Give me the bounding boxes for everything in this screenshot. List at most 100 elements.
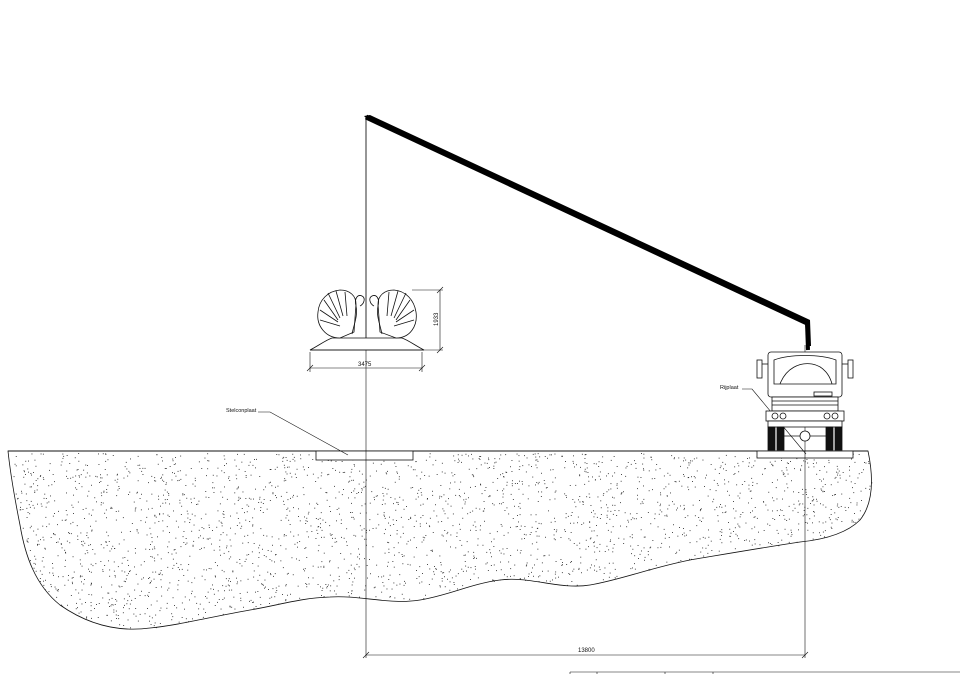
ground-speckle bbox=[228, 476, 230, 478]
ground-speckle bbox=[533, 575, 534, 577]
ground-speckle bbox=[117, 489, 119, 491]
ground-speckle bbox=[124, 466, 126, 468]
ground-speckle bbox=[201, 468, 203, 469]
ground-speckle bbox=[109, 575, 111, 577]
ground-speckle bbox=[433, 573, 435, 575]
ground-speckle bbox=[519, 579, 521, 580]
ground-speckle bbox=[519, 578, 521, 579]
ground-speckle bbox=[480, 464, 482, 466]
ground-speckle bbox=[592, 476, 593, 478]
ground-speckle bbox=[26, 500, 28, 502]
ground-speckle bbox=[248, 505, 250, 507]
ground-speckle bbox=[90, 610, 92, 612]
ground-speckle bbox=[680, 560, 682, 561]
ground-speckle bbox=[289, 460, 291, 462]
ground-speckle bbox=[572, 570, 574, 572]
ground-speckle bbox=[413, 556, 415, 558]
ground-speckle bbox=[180, 546, 182, 548]
ground-speckle bbox=[321, 561, 323, 563]
ground-speckle bbox=[137, 491, 138, 493]
ground-speckle bbox=[383, 533, 385, 535]
ground-speckle bbox=[501, 525, 503, 527]
ground-speckle bbox=[57, 555, 59, 557]
ground-speckle bbox=[506, 548, 508, 549]
ground-speckle bbox=[168, 516, 170, 517]
ground-speckle bbox=[94, 553, 96, 555]
ground-speckle bbox=[151, 556, 153, 558]
ground-speckle bbox=[458, 488, 460, 490]
ground-speckle bbox=[581, 572, 582, 574]
ground-speckle bbox=[314, 507, 316, 509]
ground-speckle bbox=[70, 477, 72, 479]
ground-speckle bbox=[543, 555, 545, 557]
ground-speckle bbox=[92, 549, 94, 550]
ground-speckle bbox=[294, 473, 296, 475]
ground-speckle bbox=[464, 501, 466, 503]
ground-speckle bbox=[383, 585, 385, 587]
ground-speckle bbox=[252, 464, 254, 466]
ground-speckle bbox=[186, 510, 188, 512]
ground-speckle bbox=[292, 496, 294, 498]
ground-speckle bbox=[522, 465, 524, 467]
ground-speckle bbox=[249, 461, 251, 463]
ground-speckle bbox=[189, 519, 191, 521]
ground-speckle bbox=[205, 491, 207, 492]
ground-speckle bbox=[553, 538, 555, 540]
ground-speckle bbox=[493, 468, 495, 469]
ground-speckle bbox=[174, 605, 175, 606]
ground-speckle bbox=[113, 561, 115, 563]
ground-speckle bbox=[393, 524, 395, 525]
ground-speckle bbox=[100, 481, 102, 482]
crane-mast bbox=[805, 322, 810, 351]
ground-speckle bbox=[729, 528, 731, 530]
ground-speckle bbox=[845, 479, 847, 481]
ground-speckle bbox=[100, 561, 102, 562]
ground-speckle bbox=[80, 532, 82, 534]
ground-speckle bbox=[223, 517, 225, 518]
ground-speckle bbox=[175, 537, 177, 539]
ground-speckle bbox=[285, 584, 287, 586]
ground-speckle bbox=[389, 516, 390, 518]
ground-speckle bbox=[350, 512, 351, 513]
ground-speckle bbox=[783, 473, 785, 475]
ground-speckle bbox=[139, 468, 141, 469]
ground-speckle bbox=[512, 518, 514, 519]
ground-speckle bbox=[64, 549, 66, 551]
ground-speckle bbox=[464, 554, 466, 556]
ground-speckle bbox=[751, 466, 753, 468]
ground-speckle bbox=[580, 466, 581, 468]
ground-speckle bbox=[535, 484, 536, 486]
ground-speckle bbox=[79, 598, 81, 600]
ground-speckle bbox=[573, 568, 575, 570]
ground-speckle bbox=[262, 548, 263, 550]
ground-speckle bbox=[465, 565, 467, 567]
ground-speckle bbox=[318, 544, 320, 546]
ground-speckle bbox=[323, 552, 325, 554]
ground-speckle bbox=[48, 591, 50, 593]
ground-speckle bbox=[351, 516, 353, 518]
ground-speckle bbox=[159, 573, 161, 575]
ground-speckle bbox=[348, 481, 350, 483]
ground-speckle bbox=[496, 489, 498, 491]
ground-speckle bbox=[331, 534, 333, 535]
ground-speckle bbox=[37, 485, 39, 487]
ground-speckle bbox=[692, 481, 693, 482]
ground-speckle bbox=[374, 586, 376, 588]
ground-speckle bbox=[291, 476, 293, 478]
ground-speckle bbox=[43, 566, 45, 568]
ground-speckle bbox=[549, 454, 551, 456]
ground-speckle bbox=[506, 507, 508, 509]
ground-speckle bbox=[849, 475, 851, 477]
ground-speckle bbox=[17, 497, 19, 499]
right-bird-tail-feathers bbox=[386, 290, 415, 327]
ground-speckle bbox=[88, 513, 90, 515]
ground-speckle bbox=[629, 513, 631, 515]
ground-speckle bbox=[431, 578, 433, 580]
ground-speckle bbox=[516, 526, 518, 527]
ground-speckle bbox=[209, 537, 211, 539]
ground-speckle bbox=[173, 510, 174, 512]
ground-speckle bbox=[23, 470, 25, 472]
ground-speckle bbox=[667, 508, 669, 510]
ground-speckle bbox=[329, 506, 331, 507]
ground-speckle bbox=[76, 488, 78, 490]
